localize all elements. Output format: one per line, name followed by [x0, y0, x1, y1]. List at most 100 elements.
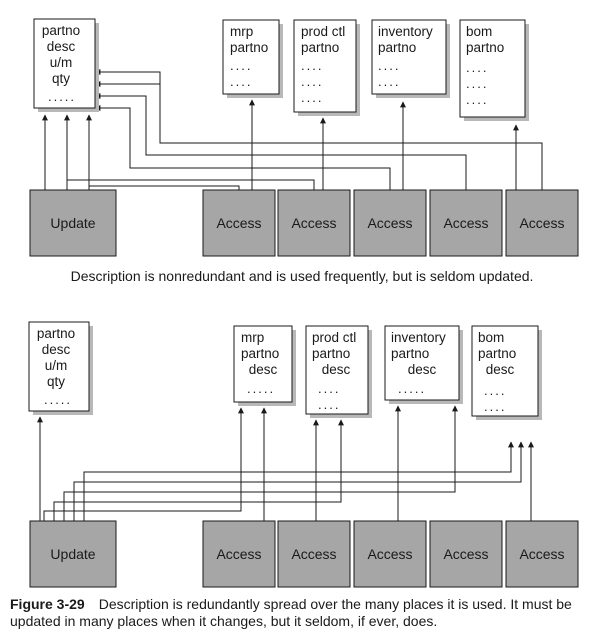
bottom-access-label-5: Access [519, 546, 564, 562]
top-access-label-4: Access [443, 215, 488, 231]
inventory-field-1: partno [378, 40, 416, 55]
bottom-mrp-field-0: mrp [241, 330, 264, 345]
mrp-dots-0: .... [230, 58, 252, 73]
bottom-access-box-1: Access [202, 520, 276, 588]
top-update-box: Update [29, 189, 117, 257]
bottom-record-dots: ..... [44, 392, 72, 407]
bottom-record-field-desc: desc [42, 342, 71, 357]
top-table-prodctl: prod ctl partno .... .... .... [293, 19, 360, 116]
bottom-inventory-field-0: inventory [391, 330, 446, 345]
bottom-record-table: partno desc u/m qty ..... [28, 321, 93, 415]
bottom-access-label-2: Access [291, 546, 336, 562]
bottom-prodctl-field-0: prod ctl [312, 330, 356, 345]
prodctl-dots-2: .... [301, 90, 323, 105]
top-table-inventory: inventory partno .... .... [371, 19, 450, 98]
bottom-bom-dots-1: .... [484, 399, 506, 414]
top-access-label-1: Access [216, 215, 261, 231]
bottom-panel: partno desc u/m qty ..... mrp partno des… [10, 321, 579, 629]
bottom-table-inventory: inventory partno desc ..... [384, 325, 463, 404]
top-line-access1-record [89, 185, 240, 190]
bom-dots-2: .... [466, 92, 488, 107]
top-access-label-2: Access [291, 215, 336, 231]
bottom-access-label-3: Access [367, 546, 412, 562]
bottom-inventory-field-2: desc [408, 362, 437, 377]
bottom-arrow-update-inventory [63, 405, 458, 521]
prodctl-dots-1: .... [301, 74, 323, 89]
bottom-bom-dots-0: .... [484, 383, 506, 398]
top-access-box-5: Access [505, 189, 579, 257]
bottom-prodctl-field-2: desc [322, 362, 351, 377]
bom-field-0: bom [466, 24, 492, 39]
top-arrow-access5-record [94, 81, 543, 190]
top-panel: partno desc u/m qty ..... mrp partno ...… [29, 18, 579, 284]
top-arrow-access4-record [94, 93, 467, 190]
top-access-box-4: Access [429, 189, 503, 257]
svg-text:Figure 3-29 Descriptio: Figure 3-29 Description is redundantly s… [10, 596, 572, 613]
figure-caption-line2: updated in many places when it changes, … [10, 613, 437, 629]
bottom-bom-field-1: partno [478, 346, 516, 361]
bottom-access-box-5: Access [505, 520, 579, 588]
record-field-um: u/m [50, 55, 73, 70]
inventory-field-0: inventory [378, 24, 433, 39]
mrp-field-0: mrp [230, 24, 253, 39]
top-access-box-1: Access [202, 189, 276, 257]
figure-caption: Figure 3-29 Description is redundantly s… [10, 596, 572, 629]
inventory-dots-1: .... [378, 74, 400, 89]
prodctl-field-1: partno [301, 40, 339, 55]
bottom-access-label-1: Access [216, 546, 261, 562]
bom-dots-1: .... [466, 76, 488, 91]
top-line-access2-record [67, 179, 315, 190]
bottom-connectors [37, 405, 534, 521]
bottom-record-field-qty: qty [47, 374, 65, 389]
record-field-desc: desc [47, 39, 76, 54]
bottom-table-bom: bom partno desc .... .... [471, 325, 542, 420]
bottom-bom-field-2: desc [486, 362, 515, 377]
top-arrow-access3-record [94, 105, 391, 190]
bottom-update-box: Update [29, 520, 117, 588]
top-table-bom: bom partno .... .... .... [459, 19, 529, 121]
bottom-mrp-field-1: partno [241, 346, 279, 361]
bottom-update-label: Update [50, 546, 95, 562]
inventory-dots-0: .... [378, 58, 400, 73]
mrp-field-1: partno [230, 40, 268, 55]
bom-dots-0: .... [466, 60, 488, 75]
bottom-inventory-dots-0: ..... [398, 381, 426, 396]
bottom-inventory-field-1: partno [391, 346, 429, 361]
top-record-table: partno desc u/m qty ..... [33, 18, 99, 112]
bottom-access-box-4: Access [429, 520, 503, 588]
bottom-access-label-4: Access [443, 546, 488, 562]
bottom-mrp-field-2: desc [249, 362, 278, 377]
figure-caption-line1: Description is redundantly spread over t… [99, 596, 572, 612]
top-update-label: Update [50, 215, 95, 231]
bottom-arrow-update-prodctl [53, 419, 344, 521]
bottom-arrow-update-mrp [43, 407, 244, 521]
top-access-label-5: Access [519, 215, 564, 231]
bottom-record-field-um: u/m [45, 358, 68, 373]
bottom-access-box-2: Access [277, 520, 351, 588]
top-arrow-extra-record [94, 69, 161, 84]
bom-field-1: partno [466, 40, 504, 55]
top-access-box-3: Access [353, 189, 427, 257]
bottom-bom-field-0: bom [478, 330, 504, 345]
top-access-label-3: Access [367, 215, 412, 231]
top-access-box-2: Access [277, 189, 351, 257]
bottom-prodctl-dots-0: .... [318, 381, 340, 396]
top-connectors [42, 69, 543, 190]
record-field-qty: qty [52, 71, 70, 86]
top-caption: Description is nonredundant and is used … [71, 268, 534, 284]
bottom-record-field-partno: partno [37, 326, 75, 341]
figure-label: Figure 3-29 [10, 596, 85, 612]
record-dots: ..... [48, 89, 76, 104]
bottom-mrp-dots-0: ..... [247, 381, 275, 396]
prodctl-dots-0: .... [301, 58, 323, 73]
bottom-prodctl-dots-1: .... [318, 397, 340, 412]
record-field-partno: partno [42, 23, 80, 38]
prodctl-field-0: prod ctl [301, 24, 345, 39]
bottom-access-box-3: Access [353, 520, 427, 588]
bottom-table-mrp: mrp partno desc ..... [233, 325, 296, 406]
top-table-mrp: mrp partno .... .... [222, 19, 283, 98]
bottom-arrow-update-bom-b [83, 441, 514, 521]
bottom-table-prodctl: prod ctl partno desc .... .... [305, 325, 372, 418]
bottom-arrow-update-bom-a [73, 441, 524, 521]
